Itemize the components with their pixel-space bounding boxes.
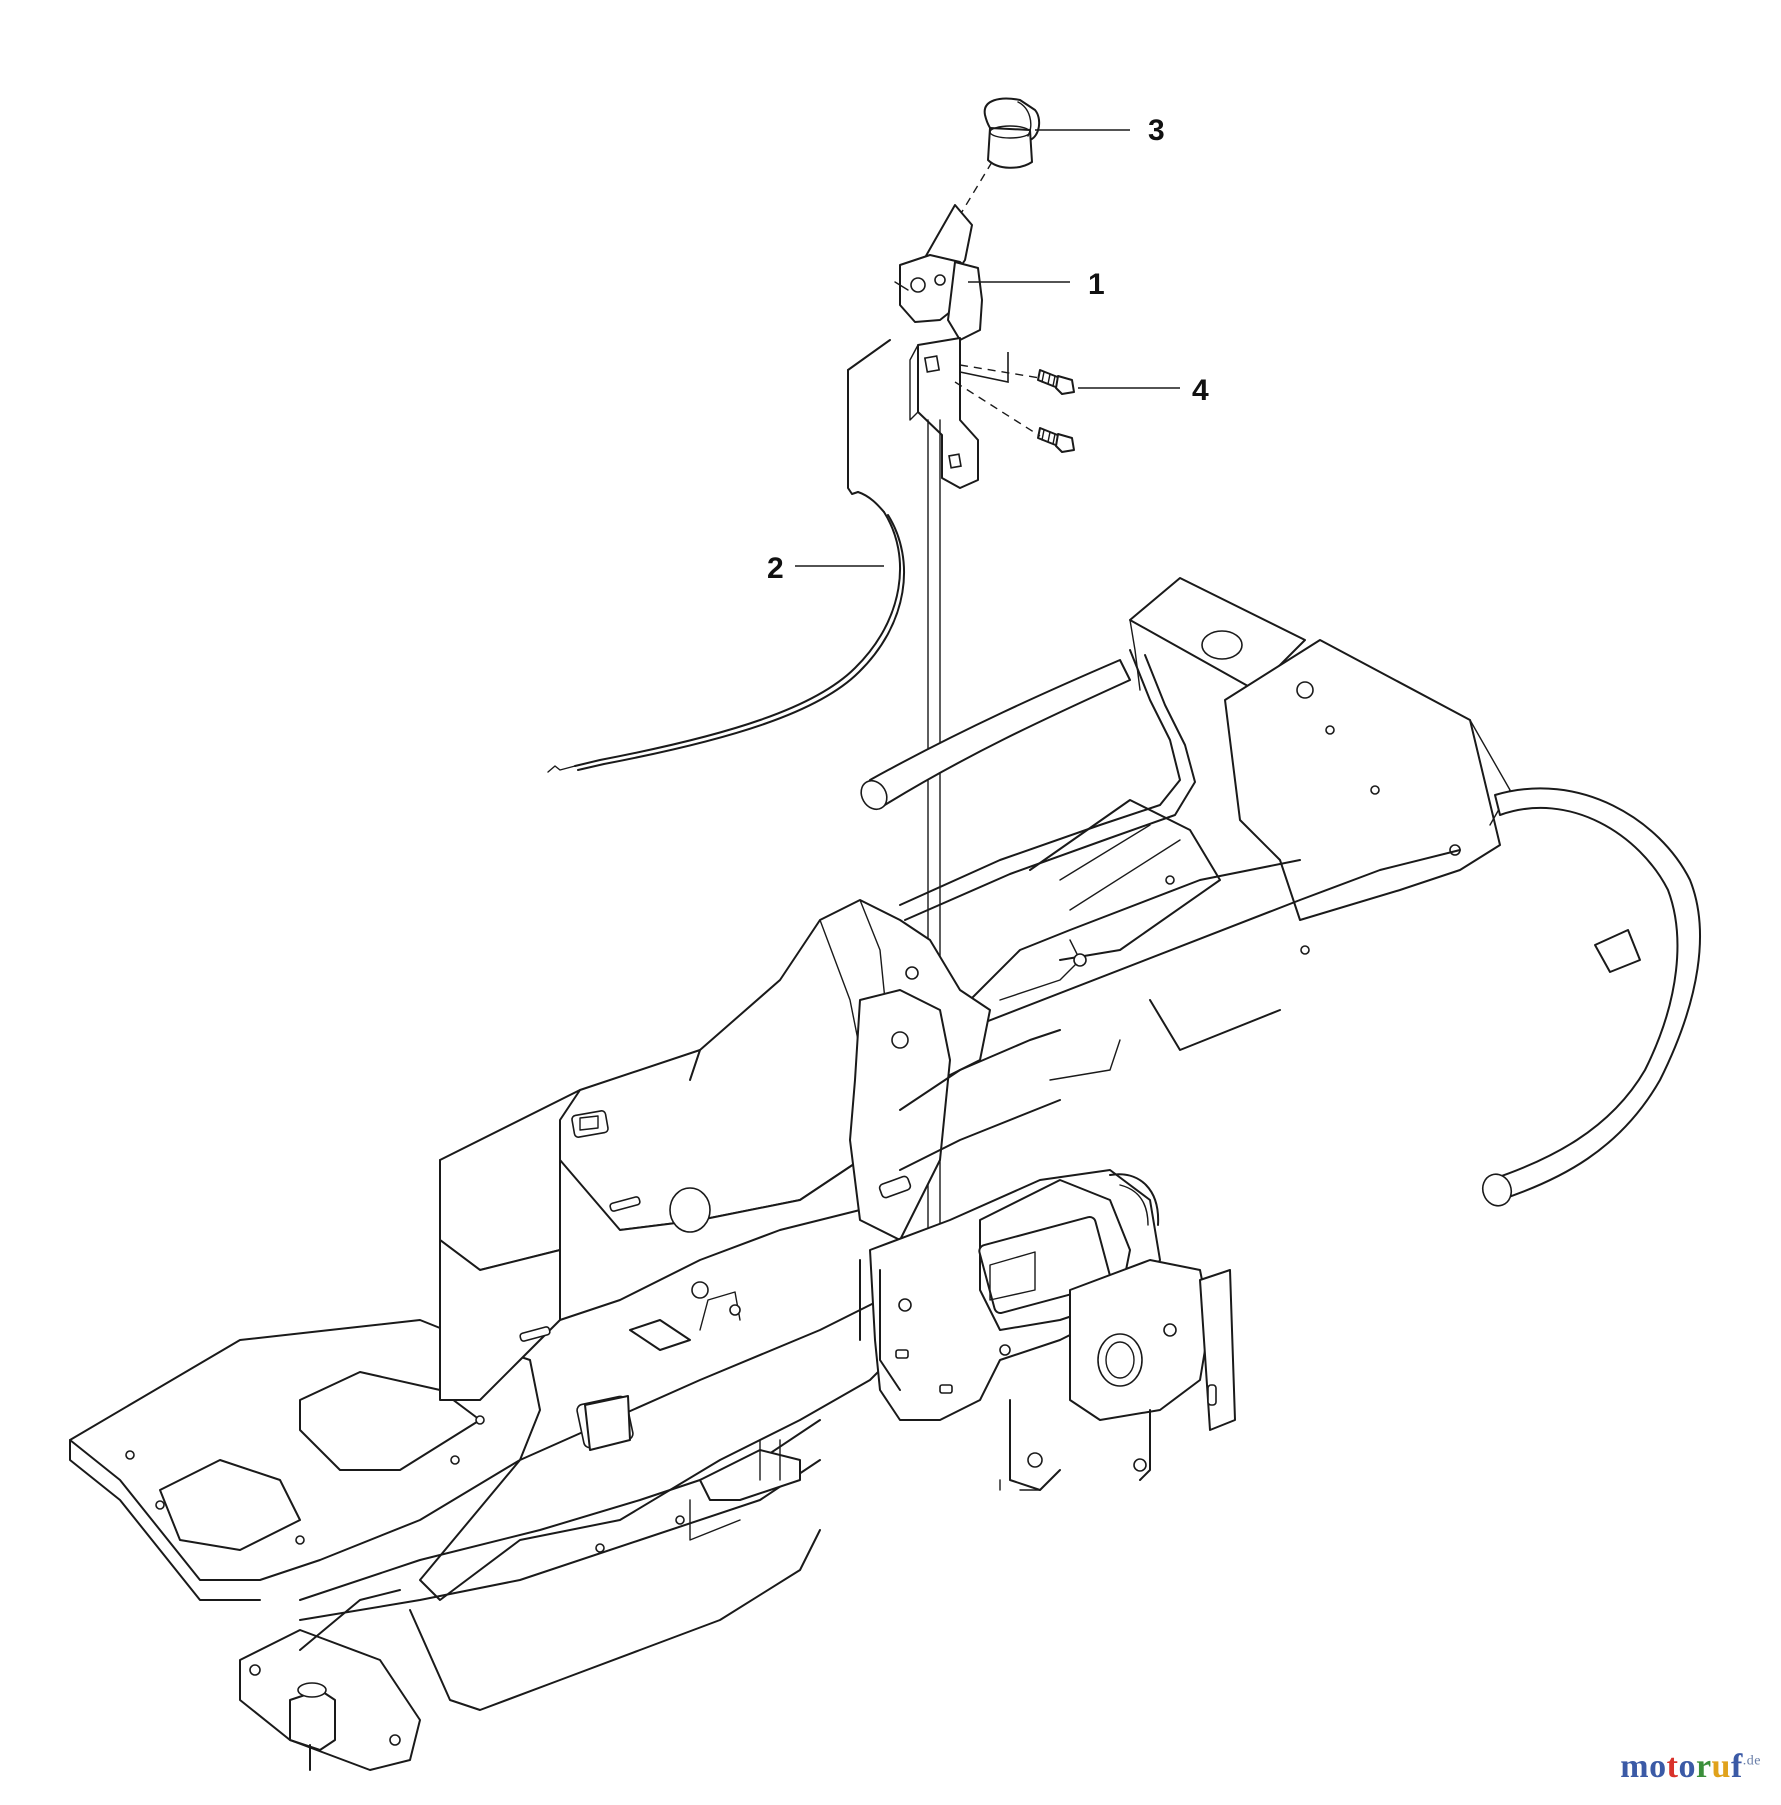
main-frame — [69, 899, 1061, 1771]
watermark-suffix: .de — [1742, 1753, 1761, 1769]
throttle-knob — [983, 97, 1041, 169]
hitch-assembly — [859, 1169, 1236, 1491]
callout-3: 3 — [1148, 114, 1165, 147]
watermark-letters: motoruf — [1620, 1748, 1743, 1785]
screw-upper — [1037, 369, 1075, 395]
watermark-letter: f — [1730, 1748, 1743, 1785]
watermark-letter: r — [1695, 1748, 1712, 1785]
screw-lower — [1037, 427, 1075, 453]
watermark-letter: o — [1678, 1748, 1696, 1785]
rear-bar-assembly — [860, 577, 1701, 1207]
watermark-letter: u — [1711, 1748, 1731, 1785]
callout-leaders — [795, 129, 1180, 567]
watermark-letter: m — [1620, 1748, 1650, 1785]
callout-2: 2 — [767, 552, 784, 585]
throttle-cable — [547, 339, 905, 773]
callout-1: 1 — [1088, 268, 1105, 301]
callout-4: 4 — [1192, 374, 1209, 407]
throttle-lever-bracket — [894, 204, 983, 489]
watermark-letter: o — [1649, 1748, 1667, 1785]
watermark-logo: motoruf.de — [1620, 1748, 1761, 1786]
watermark-letter: t — [1666, 1748, 1679, 1785]
